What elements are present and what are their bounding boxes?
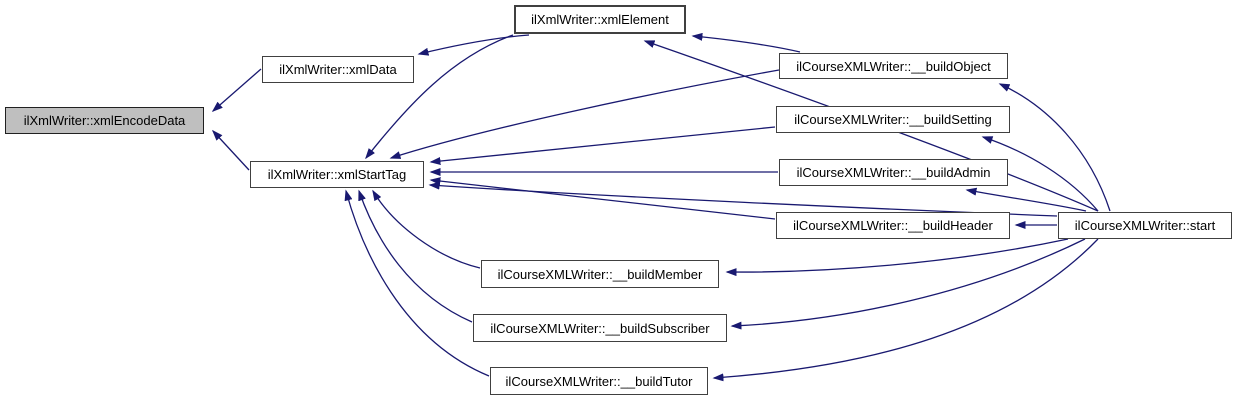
graph-node-buildTutor[interactable]: ilCourseXMLWriter::__buildTutor [490,367,708,395]
graph-node-buildAdmin[interactable]: ilCourseXMLWriter::__buildAdmin [779,159,1008,186]
graph-node-buildSubscriber[interactable]: ilCourseXMLWriter::__buildSubscriber [473,314,727,342]
edge-xmlElement-to-xmlStartTag [365,34,514,160]
edge-xmlElement-to-xmlData [417,34,530,56]
edge-buildObject-to-xmlElement [691,32,801,53]
edge-start-to-buildMember [725,238,1069,277]
edge-xmlData-to-xmlEncodeData [211,68,262,112]
graph-node-xmlEncodeData: ilXmlWriter::xmlEncodeData [5,107,204,134]
edge-buildSetting-to-xmlStartTag [429,126,776,166]
edge-start-to-buildSubscriber [730,238,1086,330]
graph-node-xmlData[interactable]: ilXmlWriter::xmlData [262,56,414,83]
edge-buildObject-to-xmlStartTag [389,69,780,159]
edge-buildTutor-to-xmlStartTag [344,189,490,377]
edge-buildHeader-to-xmlStartTag [429,177,776,220]
graph-node-buildObject[interactable]: ilCourseXMLWriter::__buildObject [779,53,1008,79]
edge-xmlStartTag-to-xmlEncodeData [211,129,250,171]
edge-buildMember-to-xmlStartTag [372,189,481,269]
edge-start-to-buildTutor [712,238,1099,382]
graph-node-buildMember[interactable]: ilCourseXMLWriter::__buildMember [481,260,719,288]
edge-start-to-buildAdmin [965,187,1087,212]
edge-start-to-buildSetting [981,136,1099,212]
graph-node-xmlStartTag[interactable]: ilXmlWriter::xmlStartTag [250,161,424,188]
graph-node-buildHeader[interactable]: ilCourseXMLWriter::__buildHeader [776,212,1010,239]
graph-node-start[interactable]: ilCourseXMLWriter::start [1058,212,1232,239]
edge-start-to-buildObject [998,83,1111,212]
graph-node-xmlElement[interactable]: ilXmlWriter::xmlElement [514,5,686,34]
edge-buildSubscriber-to-xmlStartTag [358,189,473,323]
graph-node-buildSetting[interactable]: ilCourseXMLWriter::__buildSetting [776,106,1010,133]
